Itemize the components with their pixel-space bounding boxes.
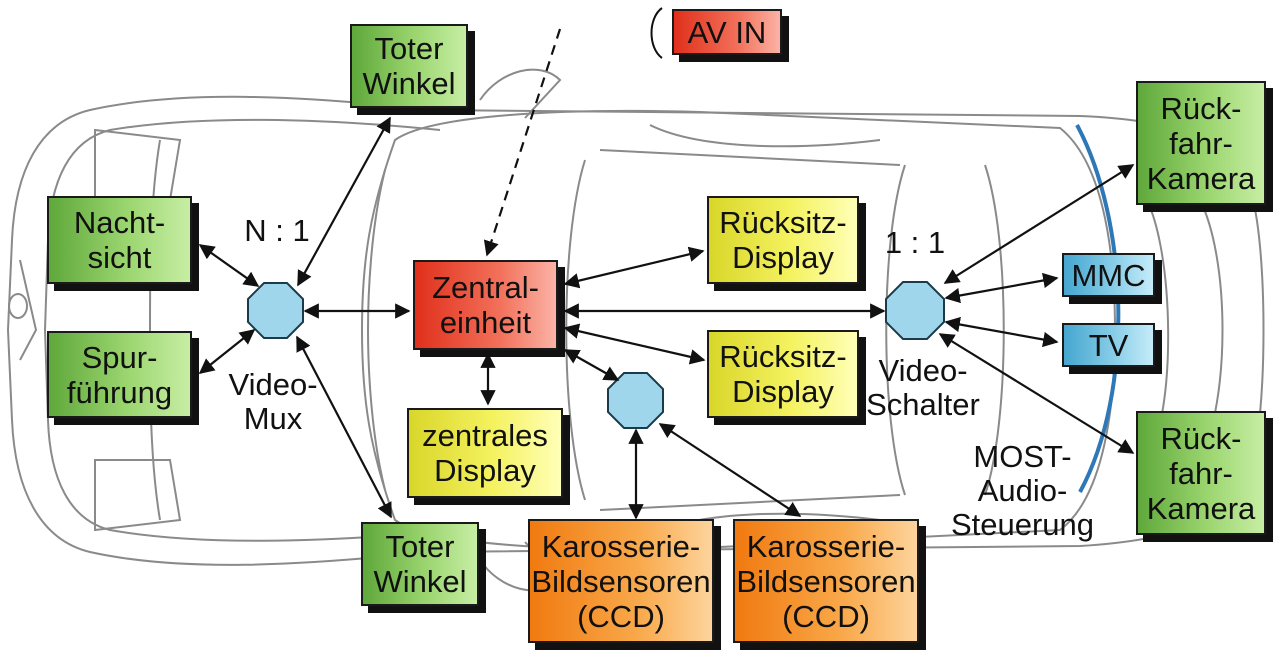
- video-schalter-label: Video- Schalter: [866, 353, 980, 422]
- nachtsicht-box: Nacht- sicht: [47, 196, 192, 284]
- zentraleinheit-box: Zentral- einheit: [413, 260, 558, 350]
- toter-winkel-bottom-box: Toter Winkel: [361, 522, 479, 606]
- spurfuehrung-box: Spur- führung: [47, 331, 192, 418]
- connectors: [198, 28, 1135, 520]
- most-audio-steuerung-label: MOST- Audio- Steuerung: [950, 439, 1095, 542]
- video-mux-hub: [247, 282, 304, 339]
- av-in-bracket: [650, 7, 663, 59]
- video-schalter-hub: [885, 281, 945, 340]
- rueckfahr-kamera-bottom-box: Rück- fahr- Kamera: [1136, 411, 1266, 535]
- mmc-box: MMC: [1062, 253, 1155, 297]
- video-mux-label: Video- Mux: [228, 367, 318, 436]
- karosserie-bildsensoren-1-box: Karosserie- Bildsensoren (CCD): [528, 519, 714, 643]
- ccd-hub: [607, 372, 664, 429]
- karosserie-bildsensoren-2-box: Karosserie- Bildsensoren (CCD): [733, 519, 919, 643]
- toter-winkel-top-box: Toter Winkel: [350, 24, 468, 108]
- av-in-box: AV IN: [672, 9, 782, 55]
- tv-box: TV: [1062, 323, 1155, 367]
- zentrales-display-box: zentrales Display: [407, 408, 563, 498]
- most-bus-arc: [1075, 124, 1121, 493]
- ruecksitz-display-1-box: Rücksitz- Display: [707, 196, 859, 284]
- ratio-n1-label: N : 1: [244, 213, 310, 248]
- ratio-11-label: 1 : 1: [884, 225, 946, 260]
- rueckfahr-kamera-top-box: Rück- fahr- Kamera: [1136, 81, 1266, 205]
- ruecksitz-display-2-box: Rücksitz- Display: [707, 330, 859, 418]
